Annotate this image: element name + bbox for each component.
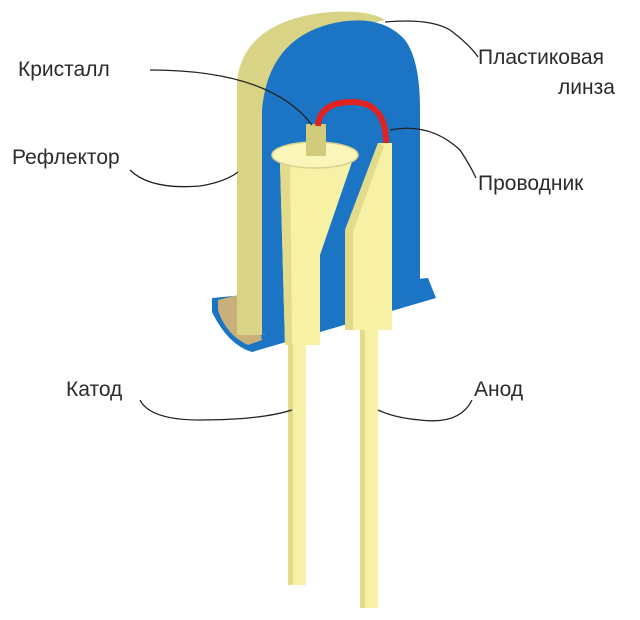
leader-reflector [129, 169, 239, 188]
leader-wire [389, 127, 477, 179]
label-wire: Проводник [478, 172, 584, 195]
label-lens-line1: Пластиковая [478, 46, 604, 69]
cathode-body [280, 162, 352, 345]
anode-pin-shade [360, 320, 365, 608]
bond-wire [315, 98, 389, 144]
leader-lines [129, 20, 479, 422]
cathode-pin-shade [288, 335, 293, 585]
label-reflector: Рефлектор [12, 146, 120, 169]
cathode-body-shade [280, 162, 292, 345]
leader-cathode [139, 399, 293, 421]
label-anode: Анод [474, 378, 524, 401]
leader-crystal [149, 69, 313, 126]
leader-anode [377, 399, 473, 422]
reflector-shell [237, 11, 385, 336]
anode-body [345, 143, 392, 330]
label-lens-line2: линза [558, 76, 615, 99]
crystal-die [306, 124, 326, 156]
anode-body-shade [345, 143, 384, 330]
leader-lens [384, 20, 479, 58]
label-cathode: Катод [66, 378, 123, 401]
label-crystal: Кристалл [18, 58, 110, 81]
